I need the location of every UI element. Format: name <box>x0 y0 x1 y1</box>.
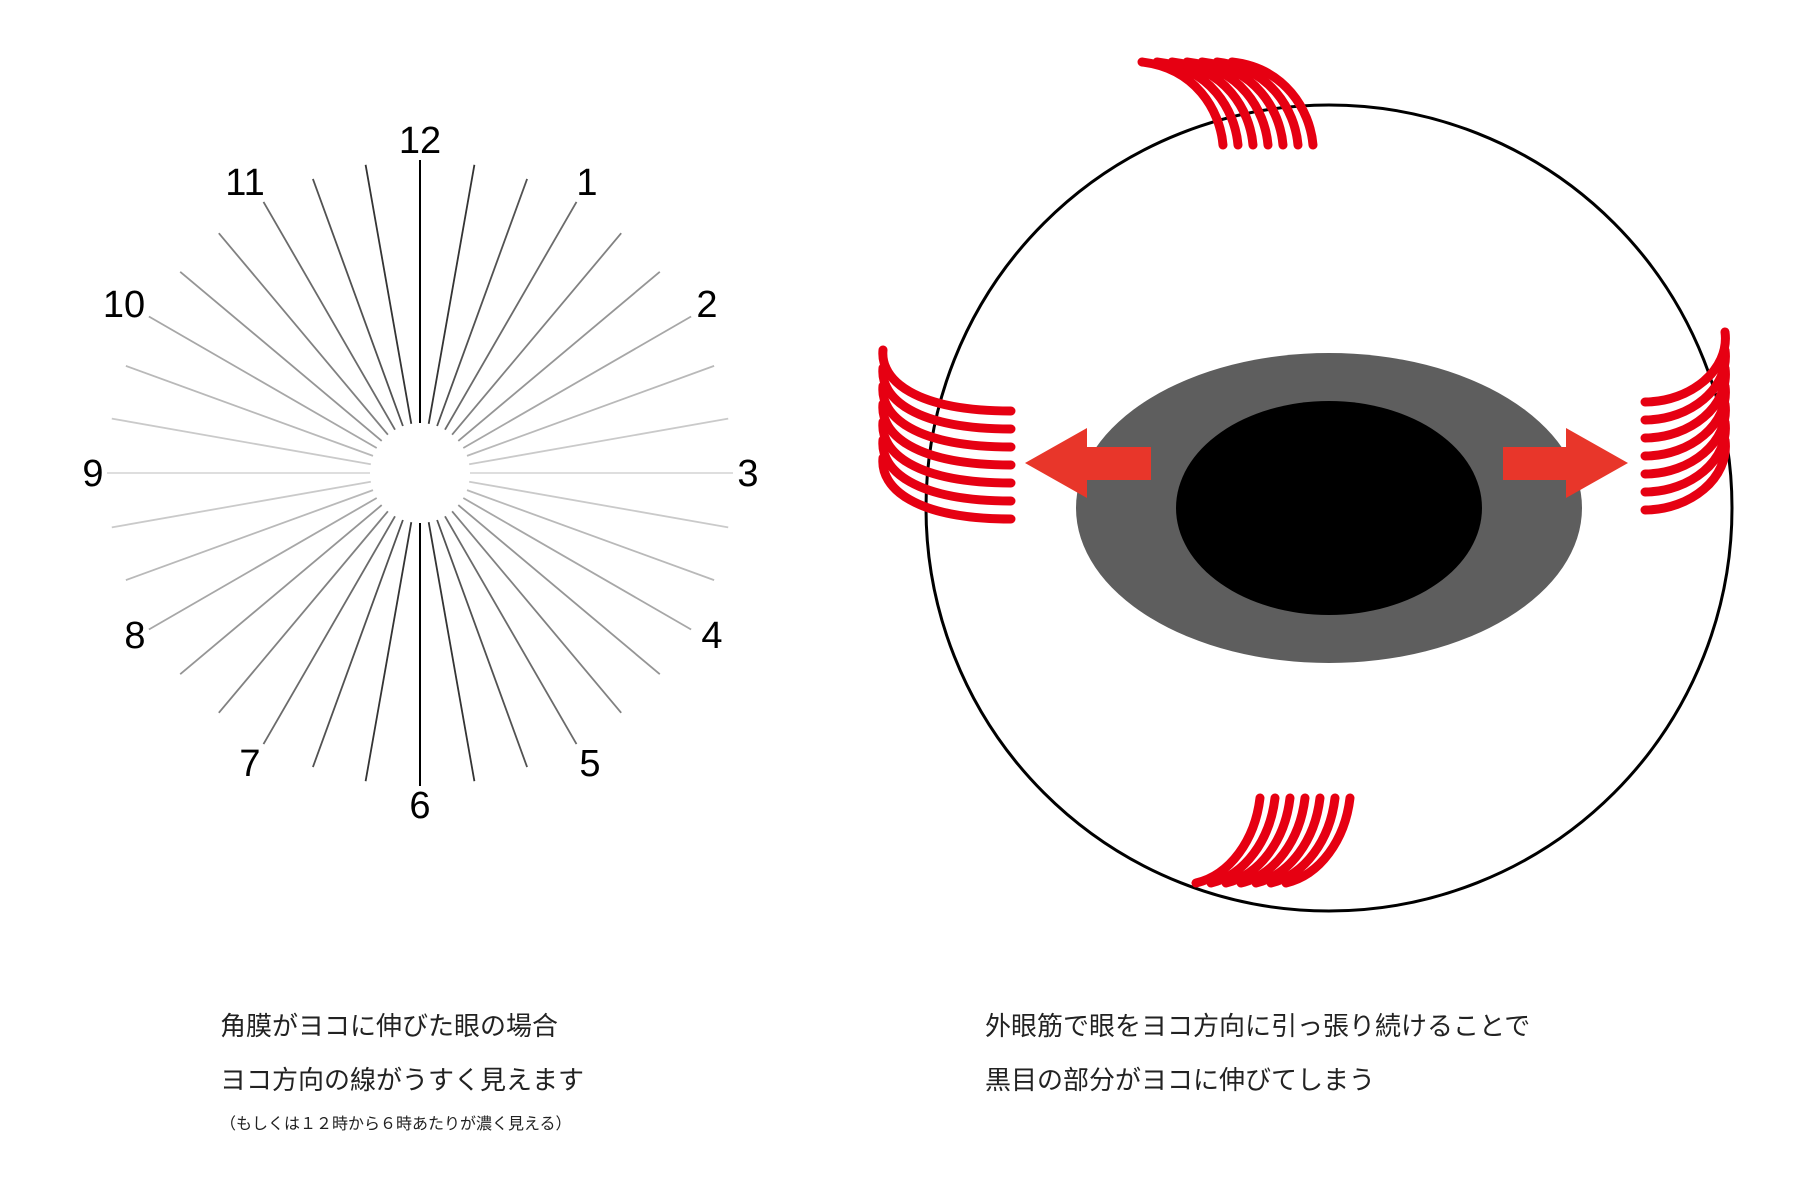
clock-label-11: 11 <box>225 162 264 204</box>
dial-line <box>445 516 577 744</box>
dial-line <box>458 272 660 441</box>
dial-line <box>463 498 691 630</box>
clock-label-5: 5 <box>579 743 600 785</box>
eye-diagram <box>883 62 1732 911</box>
clock-label-6: 6 <box>409 785 430 827</box>
dial-line <box>458 505 660 674</box>
dial-line <box>180 272 382 441</box>
clock-label-9: 9 <box>82 453 103 495</box>
eye-caption-line-2: 黒目の部分がヨコに伸びてしまう <box>985 1054 1530 1108</box>
caption-line-2: ヨコ方向の線がうすく見えます <box>220 1054 584 1108</box>
astigmatism-dial <box>107 160 733 786</box>
caption-line-1: 角膜がヨコに伸びた眼の場合 <box>220 1000 584 1054</box>
eye-caption: 外眼筋で眼をヨコ方向に引っ張り続けることで 黒目の部分がヨコに伸びてしまう <box>985 1000 1530 1108</box>
dial-line <box>264 202 396 430</box>
eye-caption-line-1: 外眼筋で眼をヨコ方向に引っ張り続けることで <box>985 1000 1530 1054</box>
pupil <box>1176 401 1482 615</box>
dial-line <box>463 317 691 449</box>
clock-label-7: 7 <box>239 743 260 785</box>
astigmatism-caption: 角膜がヨコに伸びた眼の場合 ヨコ方向の線がうすく見えます （もしくは１２時から６… <box>220 1000 584 1138</box>
dial-line <box>264 516 396 744</box>
clock-label-1: 1 <box>576 162 597 204</box>
dial-line <box>180 505 382 674</box>
dial-line <box>445 202 577 430</box>
dial-line <box>452 511 621 713</box>
dial-line <box>219 233 388 435</box>
clock-label-12: 12 <box>399 120 441 162</box>
clock-label-4: 4 <box>701 615 722 657</box>
clock-label-8: 8 <box>124 615 145 657</box>
dial-line <box>219 511 388 713</box>
dial-line <box>149 317 377 449</box>
dial-line <box>149 498 377 630</box>
dial-line <box>452 233 621 435</box>
clock-label-10: 10 <box>103 284 145 326</box>
clock-label-2: 2 <box>696 284 717 326</box>
clock-label-3: 3 <box>737 453 758 495</box>
caption-note: （もしくは１２時から６時あたりが濃く見える） <box>220 1110 584 1138</box>
